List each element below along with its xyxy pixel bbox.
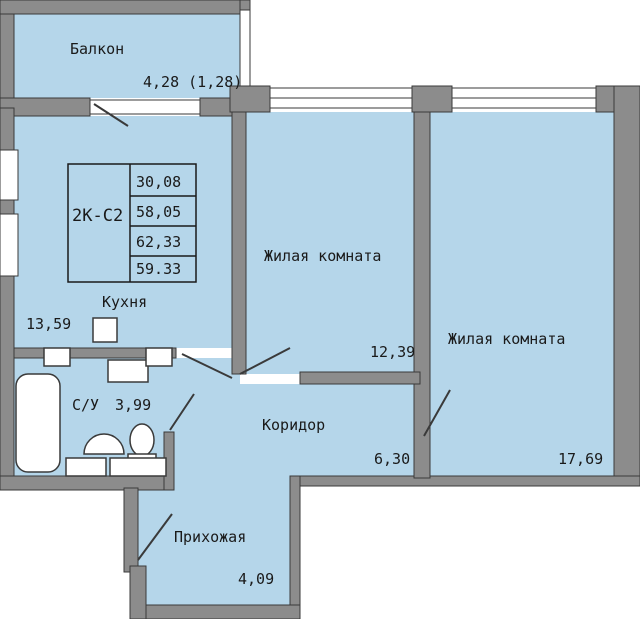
- wall-balcony-top: [0, 0, 251, 15]
- wall-hallway-right: [289, 475, 301, 619]
- bathtub-icon: [15, 373, 61, 473]
- wall-kitchen-bath: [13, 347, 177, 359]
- living-room-1-area: 12,39: [370, 343, 416, 361]
- living-room-2-name: Жилая комната: [448, 330, 566, 348]
- balcony-fill: [14, 14, 246, 98]
- bathroom-name: С/У: [72, 396, 100, 414]
- kitchen-fixtures: [43, 317, 173, 383]
- wall-balcony-left: [0, 0, 15, 109]
- balcony-name: Балкон: [70, 40, 125, 58]
- apartment-area-3: 62,33: [136, 233, 182, 251]
- vent-right-icon: [145, 347, 173, 367]
- bathroom-area: 3,99: [115, 396, 152, 414]
- washbasin-icon: [83, 433, 125, 455]
- windows: [0, 9, 597, 277]
- apartment-area-2: 58,05: [136, 203, 182, 221]
- window-kitchen-2: [0, 213, 19, 277]
- door-living-2: [423, 389, 451, 437]
- kitchen-sink-icon: [92, 317, 118, 343]
- apartment-code-box: 2К-С2 30,08 58,05 62,33 59.33: [68, 164, 196, 282]
- corridor-fill: [137, 358, 420, 605]
- wall-kitchen-living1: [231, 111, 247, 375]
- apartment-type-code: 2К-С2: [72, 206, 124, 226]
- wall-right-outer: [613, 85, 640, 487]
- apartment-area-4: 59.33: [136, 260, 182, 278]
- door-bathroom: [169, 393, 195, 431]
- living-room-1-name: Жилая комната: [264, 247, 382, 265]
- living-room-1-fill: [246, 112, 414, 374]
- window-kitchen-1: [0, 149, 19, 201]
- stove-icon: [107, 359, 149, 383]
- wall-living1-living2: [413, 111, 431, 479]
- wall-bottom-left: [0, 475, 173, 491]
- vent-left-icon: [43, 347, 71, 367]
- corridor-name: Коридор: [262, 416, 326, 434]
- toilet-icon: [129, 423, 155, 457]
- wall-hallway-left: [123, 487, 139, 573]
- kitchen-name: Кухня: [102, 293, 148, 311]
- corridor-area: 6,30: [374, 450, 411, 468]
- kitchen-area: 13,59: [26, 315, 72, 333]
- apartment-area-1: 30,08: [136, 173, 182, 191]
- door-living-1: [239, 347, 291, 375]
- wall-hallway-bottom: [129, 604, 301, 619]
- wall-top-segment-2: [411, 85, 453, 113]
- wall-hallway-left-lower: [129, 565, 147, 619]
- door-kitchen: [181, 353, 233, 379]
- living-room-2-fill: [430, 112, 614, 478]
- washing-machine-icon: [65, 457, 107, 477]
- balcony-area: 4,28 (1,28): [143, 73, 243, 91]
- window-balcony-right: [239, 9, 251, 87]
- doors: [93, 103, 451, 561]
- door-entry: [137, 513, 173, 561]
- bathroom-fixtures: [15, 373, 167, 477]
- code-box-frame: [67, 163, 197, 283]
- hallway-area: 4,09: [238, 570, 275, 588]
- bath-cabinet-icon: [109, 457, 167, 477]
- window-balcony-door: [89, 99, 201, 115]
- wall-bottom-right: [289, 475, 640, 487]
- hallway-name: Прихожая: [174, 528, 247, 546]
- door-balcony: [93, 103, 129, 127]
- living-room-2-area: 17,69: [558, 450, 604, 468]
- wall-living1-bottom: [299, 371, 421, 385]
